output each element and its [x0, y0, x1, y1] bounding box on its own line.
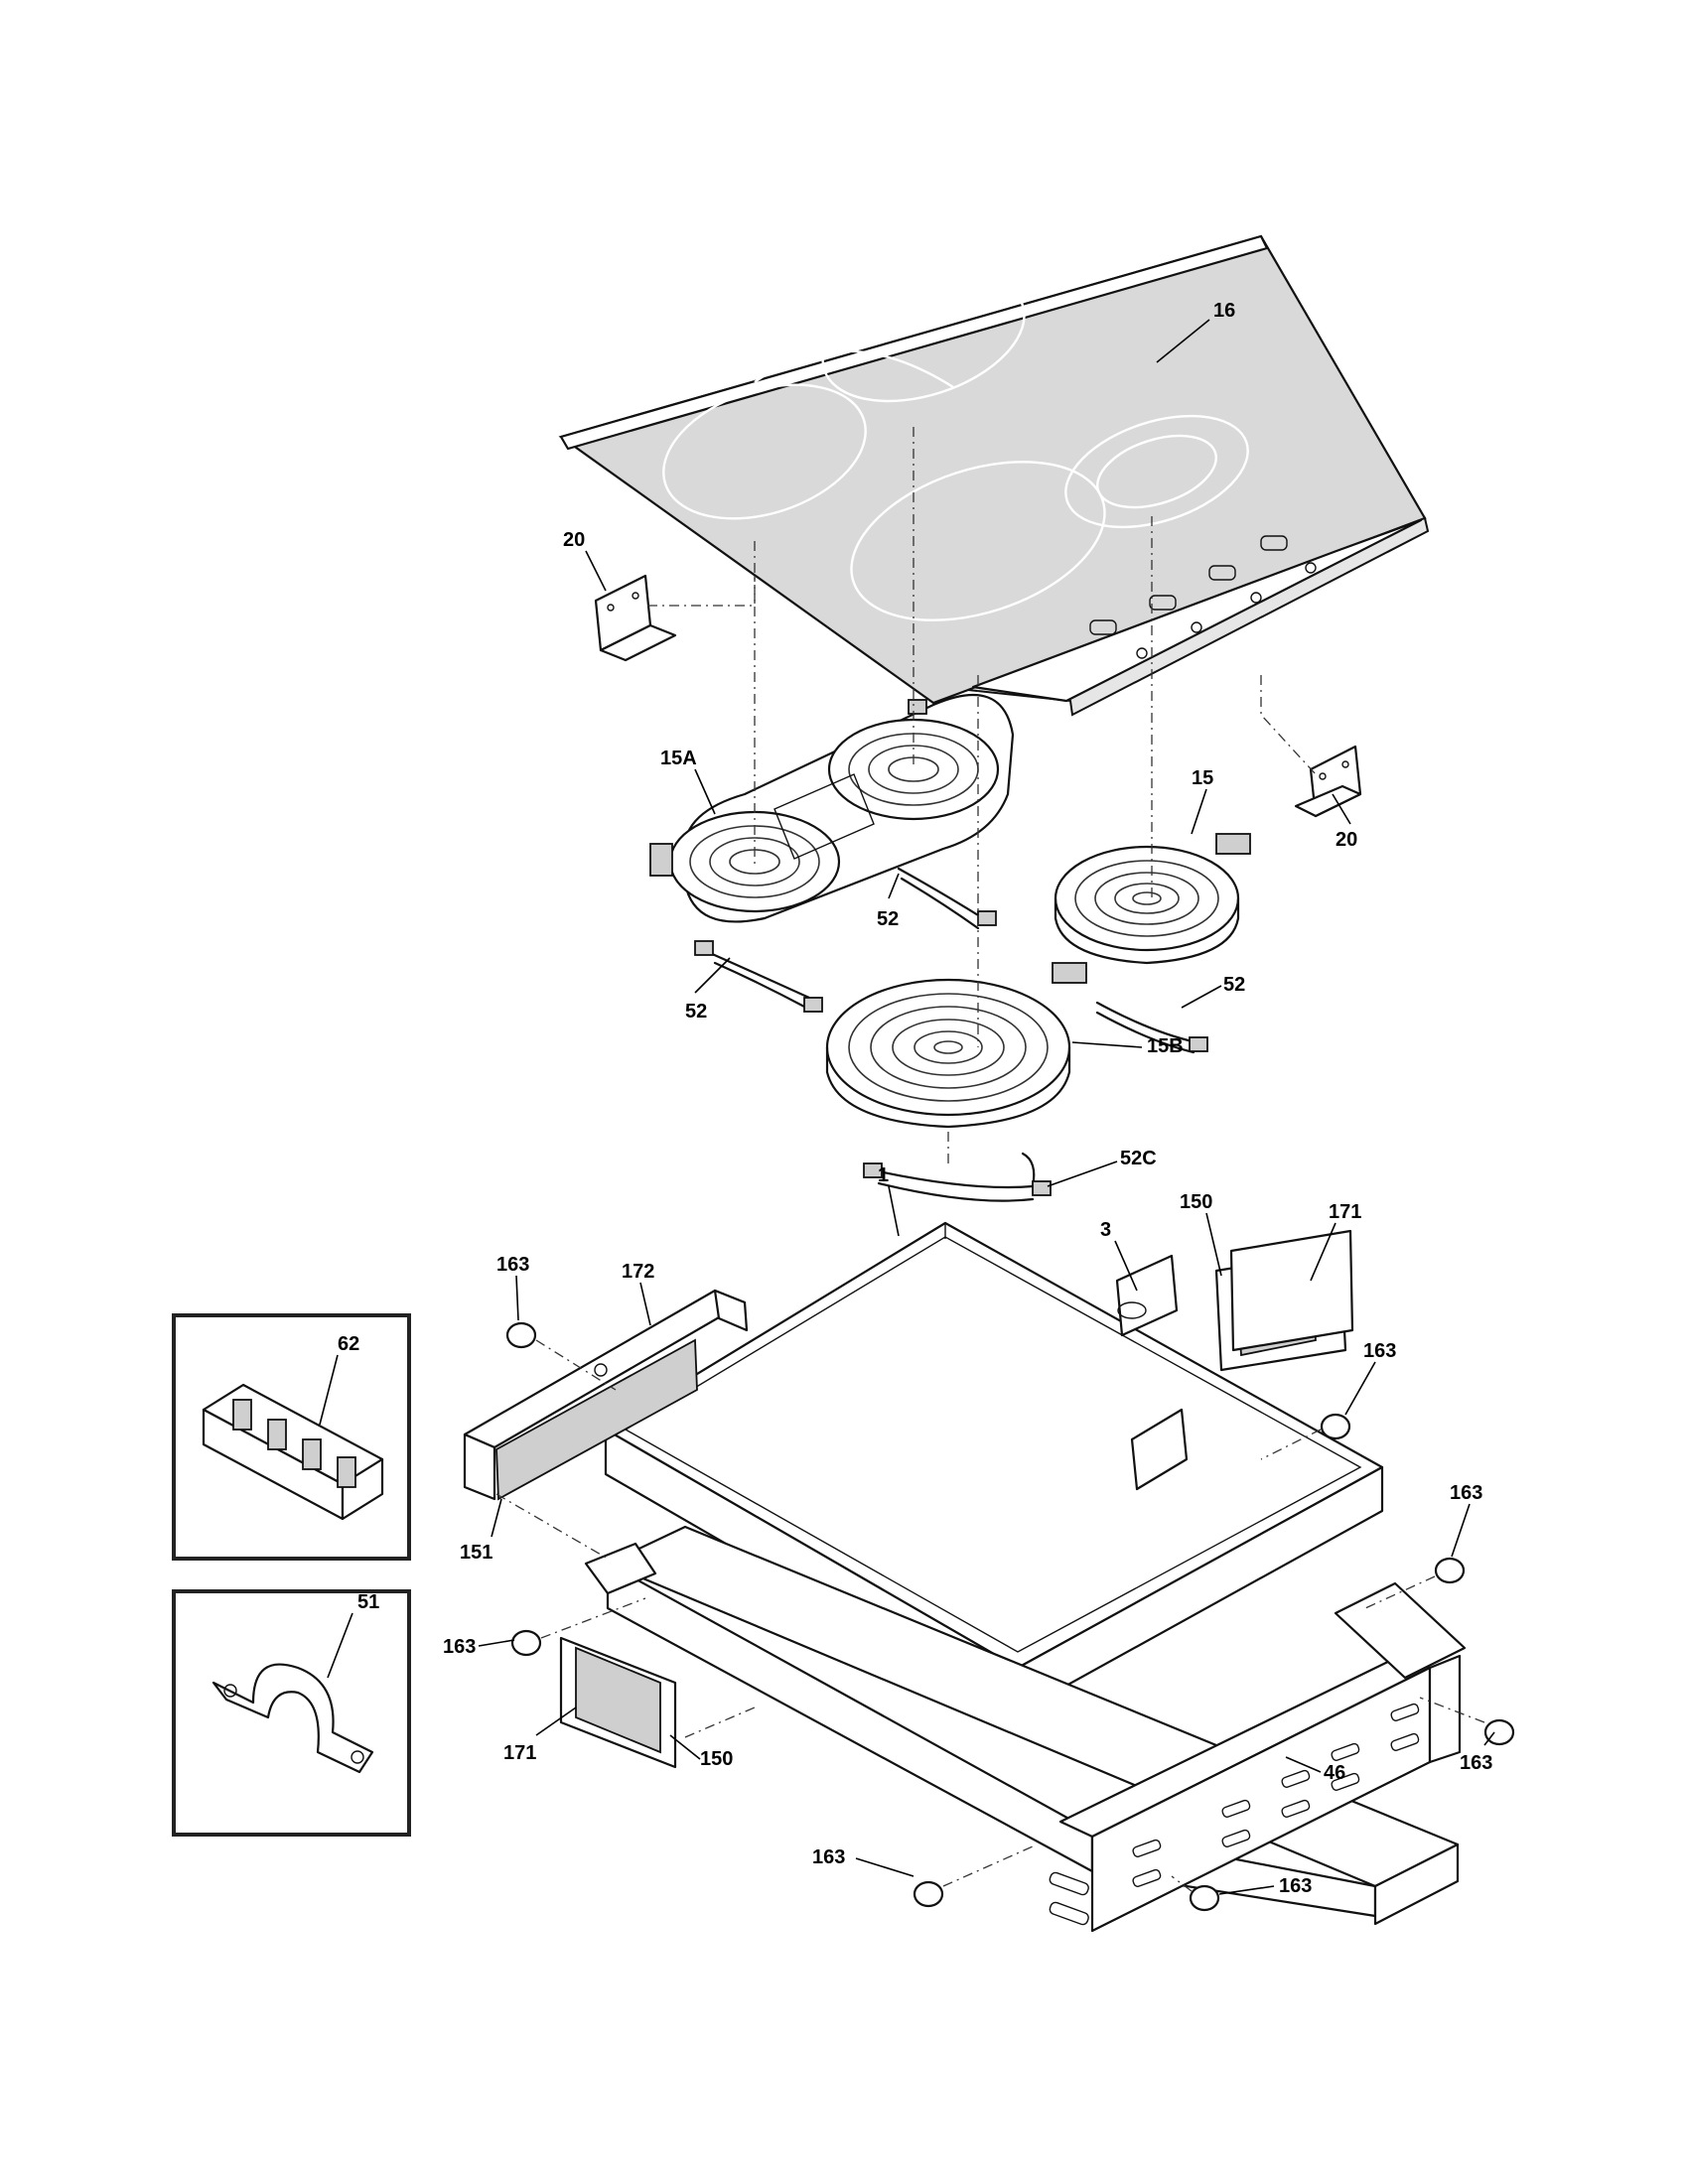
support-strap-52c: [863, 1152, 1052, 1202]
callout-52-right: 52: [1223, 974, 1245, 996]
callout-1: 1: [878, 1164, 889, 1186]
mounting-bracket-left: [594, 574, 677, 662]
callout-163-bottomleft: 163: [812, 1846, 845, 1868]
side-shield-150-left: [559, 1636, 677, 1769]
callout-52-center: 52: [877, 908, 899, 930]
callout-163-right: 163: [1450, 1482, 1482, 1504]
inset-box-62: [172, 1313, 411, 1561]
callout-163-farright: 163: [1460, 1752, 1492, 1774]
callout-171-left: 171: [503, 1742, 536, 1764]
callout-51: 51: [357, 1591, 379, 1613]
callout-leaders: [319, 319, 1495, 1895]
callout-163-bottomright: 163: [1279, 1875, 1312, 1897]
callout-15b: 15B: [1147, 1035, 1184, 1057]
callout-151: 151: [460, 1542, 492, 1564]
callout-20-left: 20: [563, 529, 585, 551]
callout-150-right: 150: [1180, 1191, 1212, 1213]
assembly-guide-lines: [495, 427, 1485, 1892]
pipe-clamp-51: [211, 1663, 374, 1774]
callout-163-left: 163: [443, 1636, 476, 1658]
inset-box-51: [172, 1589, 411, 1837]
callout-labels: 16 20 20 15A 15 52 52 52 15B 52C 1 3 150…: [338, 300, 1492, 1897]
panel-171-right: [1229, 1229, 1354, 1352]
outer-wrapper-box: [584, 1525, 1467, 1933]
bracket-3: [1115, 1254, 1189, 1491]
callout-15: 15: [1192, 767, 1213, 789]
callout-171-right: 171: [1329, 1201, 1361, 1223]
radiant-element-15a: [649, 693, 1015, 923]
radiant-element-15: [1054, 833, 1251, 965]
radiant-element-15b: [825, 962, 1087, 1129]
leveling-feet-163: [505, 1321, 1515, 1912]
callout-172: 172: [622, 1261, 654, 1283]
insulation-pad-151: [495, 1338, 698, 1501]
callout-62: 62: [338, 1333, 359, 1355]
insulation-rail-172: [463, 1289, 749, 1501]
vent-slots: [1049, 1703, 1420, 1926]
callout-52c: 52C: [1120, 1148, 1157, 1169]
support-strap-52-b: [897, 867, 997, 930]
callout-16: 16: [1213, 300, 1235, 322]
mounting-bracket-right: [1294, 745, 1362, 818]
callout-3: 3: [1100, 1219, 1111, 1241]
callout-163-topright: 163: [1363, 1340, 1396, 1362]
callout-15a: 15A: [660, 748, 697, 769]
wire-harness-clip-62: [202, 1383, 384, 1521]
callout-52-left: 52: [685, 1001, 707, 1023]
support-strap-52-c: [1095, 1001, 1208, 1054]
callout-46: 46: [1324, 1762, 1345, 1784]
support-strap-52-a: [694, 940, 823, 1013]
cooktop-glass-top: [558, 234, 1430, 717]
callout-150-left: 150: [700, 1748, 733, 1770]
callout-20-right: 20: [1336, 829, 1357, 851]
callout-163-topleft: 163: [496, 1254, 529, 1276]
